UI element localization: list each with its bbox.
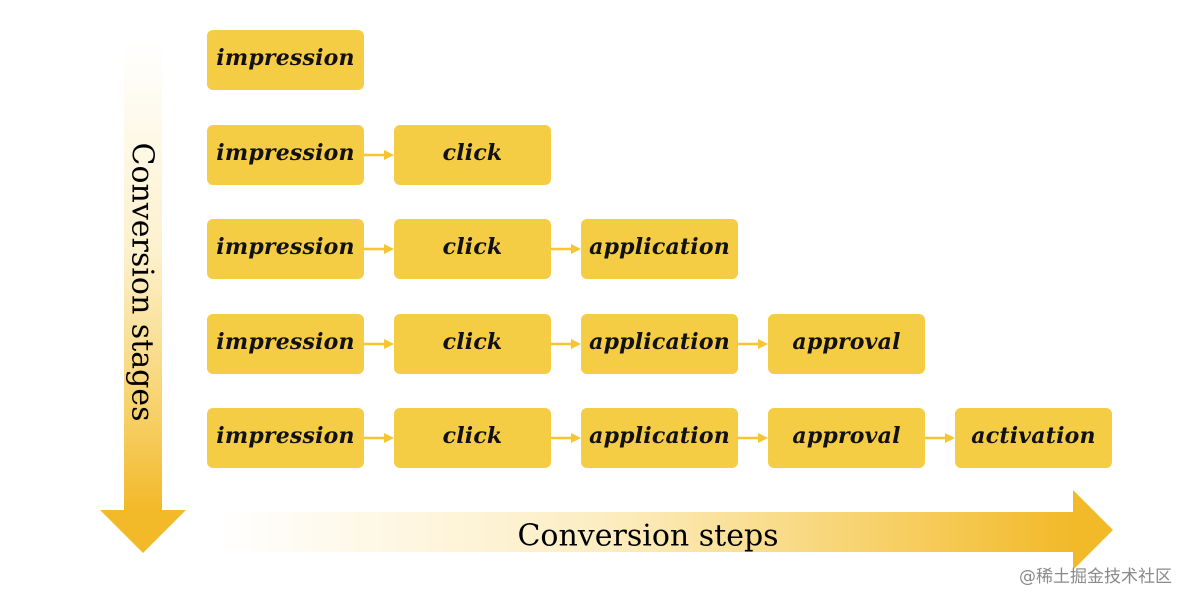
steps-axis-label: Conversion steps	[517, 518, 779, 554]
step-box-click: click	[394, 314, 551, 374]
stages-axis-arrow	[100, 40, 186, 553]
step-label: click	[442, 423, 503, 449]
step-box-activation: activation	[955, 408, 1112, 468]
step-box-click: click	[394, 125, 551, 185]
watermark: @稀土掘金技术社区	[1019, 567, 1172, 587]
step-box-impression: impression	[207, 219, 364, 279]
step-connector-arrow	[738, 432, 768, 444]
step-connector-arrow	[551, 243, 581, 255]
step-connector-arrow	[551, 338, 581, 350]
step-label: application	[589, 234, 730, 260]
step-box-approval: approval	[768, 408, 925, 468]
step-box-impression: impression	[207, 408, 364, 468]
step-connector-arrow	[364, 149, 394, 161]
step-label: click	[442, 140, 503, 166]
step-connector-arrow	[364, 432, 394, 444]
step-label: click	[442, 234, 503, 260]
step-label: impression	[216, 140, 355, 166]
step-box-click: click	[394, 408, 551, 468]
step-connector-arrow	[364, 338, 394, 350]
step-box-impression: impression	[207, 314, 364, 374]
step-connector-arrow	[551, 432, 581, 444]
step-box-click: click	[394, 219, 551, 279]
step-label: impression	[216, 45, 355, 71]
step-connector-arrow	[364, 243, 394, 255]
step-box-application: application	[581, 219, 738, 279]
step-box-application: application	[581, 314, 738, 374]
steps-axis-arrow	[215, 490, 1113, 570]
step-label: impression	[216, 329, 355, 355]
step-label: activation	[971, 423, 1096, 449]
step-label: impression	[216, 423, 355, 449]
step-label: application	[589, 423, 730, 449]
step-label: impression	[216, 234, 355, 260]
step-connector-arrow	[925, 432, 955, 444]
step-label: application	[589, 329, 730, 355]
stages-axis-label: Conversion stages	[124, 142, 160, 422]
step-connector-arrow	[738, 338, 768, 350]
step-box-impression: impression	[207, 30, 364, 90]
step-label: click	[442, 329, 503, 355]
step-box-application: application	[581, 408, 738, 468]
step-label: approval	[792, 329, 901, 355]
step-label: approval	[792, 423, 901, 449]
step-box-approval: approval	[768, 314, 925, 374]
step-box-impression: impression	[207, 125, 364, 185]
